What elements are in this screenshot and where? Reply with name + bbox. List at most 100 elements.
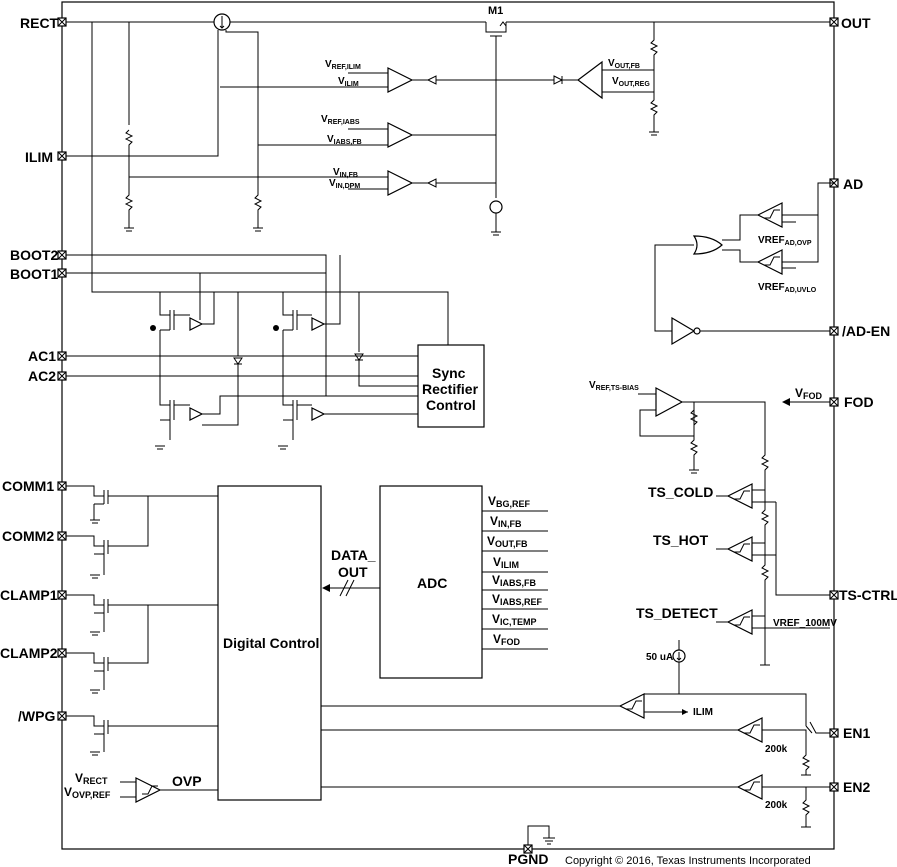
fet-high-right-icon bbox=[273, 255, 341, 376]
pin-label-out: OUT bbox=[841, 15, 871, 31]
boot1-wire bbox=[66, 272, 326, 320]
fet-low-right-icon bbox=[278, 292, 418, 450]
adc-label: ADC bbox=[417, 575, 447, 591]
adc-input-7: VFOD bbox=[493, 632, 521, 647]
pin-wpg: /WPG bbox=[18, 708, 67, 724]
vout-reg-amplifier bbox=[436, 22, 659, 136]
pin-ac2: AC2 bbox=[28, 368, 67, 384]
chip-boundary bbox=[61, 1, 835, 850]
r200k-a-label: 200k bbox=[765, 744, 788, 755]
diode-icon bbox=[553, 75, 564, 85]
en1-circuit bbox=[321, 717, 830, 776]
ilim-small-label: ILIM bbox=[693, 707, 713, 718]
arrow-left-icon bbox=[782, 398, 790, 406]
pin-label-ts-ctrl: TS-CTRL bbox=[839, 587, 897, 603]
rect-divider bbox=[124, 22, 134, 228]
iabs-divider bbox=[225, 30, 263, 228]
pin-label-ilim: ILIM bbox=[25, 149, 53, 165]
i-50ua-label: 50 uA bbox=[646, 652, 673, 663]
ilim-wire bbox=[66, 30, 219, 157]
vref-100mv-label: VREF_100MV bbox=[773, 618, 837, 629]
boot2-wire bbox=[66, 254, 418, 397]
pin-comm2: COMM2 bbox=[2, 528, 67, 544]
pin-en1: EN1 bbox=[829, 725, 870, 741]
ts-comparators bbox=[716, 483, 830, 666]
sync-line2: Rectifier bbox=[422, 381, 479, 397]
pin-pgnd: PGND bbox=[508, 844, 548, 867]
pin-label-clamp2: CLAMP2 bbox=[0, 645, 58, 661]
data-out-line2: OUT bbox=[338, 564, 368, 580]
vref-iabs-label: VREF,IABS bbox=[321, 114, 360, 126]
ts-detect-label: TS_DETECT bbox=[636, 605, 718, 621]
pin-label-clamp1: CLAMP1 bbox=[0, 587, 58, 603]
adc-input-3: VILIM bbox=[493, 555, 519, 570]
pin-label-en1: EN1 bbox=[843, 725, 870, 741]
pin-ad-en: /AD-EN bbox=[829, 323, 890, 339]
adc-input-2: VOUT,FB bbox=[487, 534, 528, 549]
diode-icon bbox=[354, 292, 364, 361]
ilim-en1-comparator bbox=[321, 693, 807, 726]
vout-divider bbox=[649, 22, 659, 132]
ovp-label: OVP bbox=[172, 773, 202, 789]
ad-circuit bbox=[654, 182, 834, 346]
pin-label-ad-en: /AD-EN bbox=[842, 323, 890, 339]
adc-input-1: VIN,FB bbox=[490, 514, 522, 529]
pin-label-fod: FOD bbox=[844, 394, 874, 410]
sync-line1: Sync bbox=[432, 365, 466, 381]
pin-en2: EN2 bbox=[829, 779, 870, 795]
pin-label-comm1: COMM1 bbox=[2, 478, 54, 494]
pin-label-ad: AD bbox=[843, 176, 863, 192]
pin-clamp1: CLAMP1 bbox=[0, 587, 67, 603]
digital-control-label: Digital Control bbox=[223, 635, 319, 651]
adc-block bbox=[379, 485, 483, 679]
vref-ilim-label: VREF,ILIM bbox=[325, 59, 361, 71]
vfod-in-label: VFOD bbox=[795, 386, 823, 401]
diode-icon bbox=[233, 292, 243, 365]
pin-ad: AD bbox=[829, 176, 863, 192]
vout-reg-label: VOUT,REG bbox=[612, 76, 650, 88]
pin-out: OUT bbox=[829, 15, 871, 31]
pin-clamp2: CLAMP2 bbox=[0, 645, 67, 661]
diode-icon bbox=[426, 75, 437, 85]
adc-input-6: VIC,TEMP bbox=[492, 612, 537, 627]
vilim-label: VILIM bbox=[338, 76, 359, 88]
pin-boot1: BOOT1 bbox=[10, 266, 67, 282]
comm-fets bbox=[66, 485, 218, 756]
pin-ts-ctrl: TS-CTRL bbox=[829, 587, 897, 603]
adc-input-4: VIABS,FB bbox=[492, 573, 537, 588]
data-out-line1: DATA_ bbox=[331, 547, 376, 563]
pin-label-en2: EN2 bbox=[843, 779, 870, 795]
adc-input-0: VBG,REF bbox=[488, 494, 531, 509]
pin-ac1: AC1 bbox=[28, 348, 67, 364]
m1-transistor-icon bbox=[485, 21, 507, 46]
pin-fod: FOD bbox=[829, 394, 874, 410]
pin-label-wpg: /WPG bbox=[18, 708, 55, 724]
ts-hot-label: TS_HOT bbox=[653, 532, 709, 548]
en2-circuit bbox=[321, 774, 830, 828]
pin-label-pgnd: PGND bbox=[508, 851, 548, 867]
copyright: Copyright © 2016, Texas Instruments Inco… bbox=[565, 855, 811, 867]
vrect-label: VRECT bbox=[75, 771, 108, 786]
pin-label-rect: RECT bbox=[20, 15, 59, 31]
fet-low-left-icon bbox=[155, 292, 418, 450]
ovp-comparator bbox=[120, 777, 218, 803]
pin-label-comm2: COMM2 bbox=[2, 528, 54, 544]
vin-dpm-label: VIN,DPM bbox=[329, 178, 360, 190]
vin-dpm-amplifier bbox=[348, 170, 496, 196]
viabs-fb-label: VIABS,FB bbox=[327, 134, 362, 146]
pin-label-boot1: BOOT1 bbox=[10, 266, 58, 282]
sync-line3: Control bbox=[426, 397, 476, 413]
vout-fb-label: VOUT,FB bbox=[608, 58, 640, 70]
pin-boot2: BOOT2 bbox=[10, 247, 67, 263]
ground-icon bbox=[124, 227, 134, 232]
pin-label-ac1: AC1 bbox=[28, 348, 56, 364]
iabs-amplifier bbox=[348, 122, 496, 148]
vref-ad-uvlo-label: VREFAD,UVLO bbox=[758, 282, 817, 294]
pin-label-ac2: AC2 bbox=[28, 368, 56, 384]
diode-icon bbox=[426, 178, 437, 188]
digital-control-block bbox=[217, 485, 322, 801]
current-source-icon bbox=[489, 200, 503, 214]
ground-icon bbox=[543, 837, 555, 845]
